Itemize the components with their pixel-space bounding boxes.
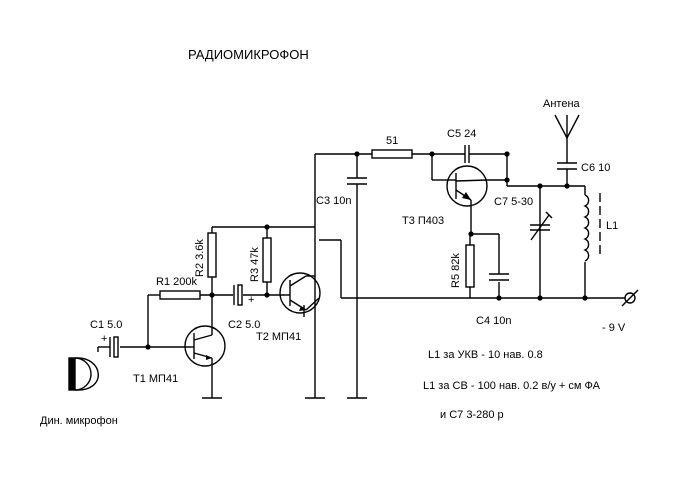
capacitor-c2-label: C2 5.0 [228,319,260,331]
capacitor-c5 [464,145,470,163]
resistor-r5 [465,244,475,288]
resistor-r5-label: R5 82k [450,253,462,288]
resistor-51-label: 51 [386,135,398,147]
capacitor-c2-plus: + [248,294,254,306]
schematic-title: РАДИОМИКРОФОН [188,47,309,62]
resistor-r1-label: R1 200k [156,276,197,288]
resistor-r3 [262,237,272,283]
capacitor-c6 [557,162,577,170]
capacitor-c3-label: C3 10n [316,195,351,207]
microphone-label: Дин. микрофон [40,415,118,427]
capacitor-c5-label: C5 24 [447,128,476,140]
capacitor-c1-plus: + [101,333,107,345]
capacitor-c4-label: C4 10n [476,315,511,327]
capacitor-c6-label: C6 10 [581,162,610,174]
inductor-l1-label: L1 [606,220,618,232]
microphone-icon [68,357,99,391]
transistor-t1-label: T1 МП41 [133,373,178,385]
note-line-3: и C7 3-280 р [440,409,504,421]
capacitor-c7 [530,211,553,241]
note-line-2: L1 за СВ - 100 нав. 0.2 в/у + см ФА [423,380,601,392]
supply-label: - 9 V [602,322,626,334]
capacitor-c2 [233,284,243,306]
capacitor-c1-label: C1 5.0 [90,319,122,331]
supply-terminal [621,289,639,307]
transistor-t2-label: T2 МП41 [256,331,301,343]
wires [97,138,625,398]
capacitor-c3 [347,177,367,185]
transistor-t3-label: T3 П403 [402,215,444,227]
note-line-1: L1 за УКВ - 10 нав. 0.8 [428,349,543,361]
resistor-r2 [207,232,217,278]
capacitor-c4 [489,273,509,281]
resistor-51 [371,149,413,159]
transistor-t1 [184,325,226,367]
resistor-r3-label: R3 47k [249,247,261,282]
antenna-icon [554,114,580,139]
capacitor-c1 [109,336,119,358]
inductor-l1 [583,193,601,262]
junction-dots [145,151,588,350]
antenna-label: Антена [543,98,581,110]
capacitor-c7-label: C7 5-30 [494,196,533,208]
resistor-r2-label: R2 3.6k [194,239,206,277]
transistor-t2 [279,272,321,314]
resistor-r1 [159,290,201,300]
transistor-t3 [446,165,488,207]
